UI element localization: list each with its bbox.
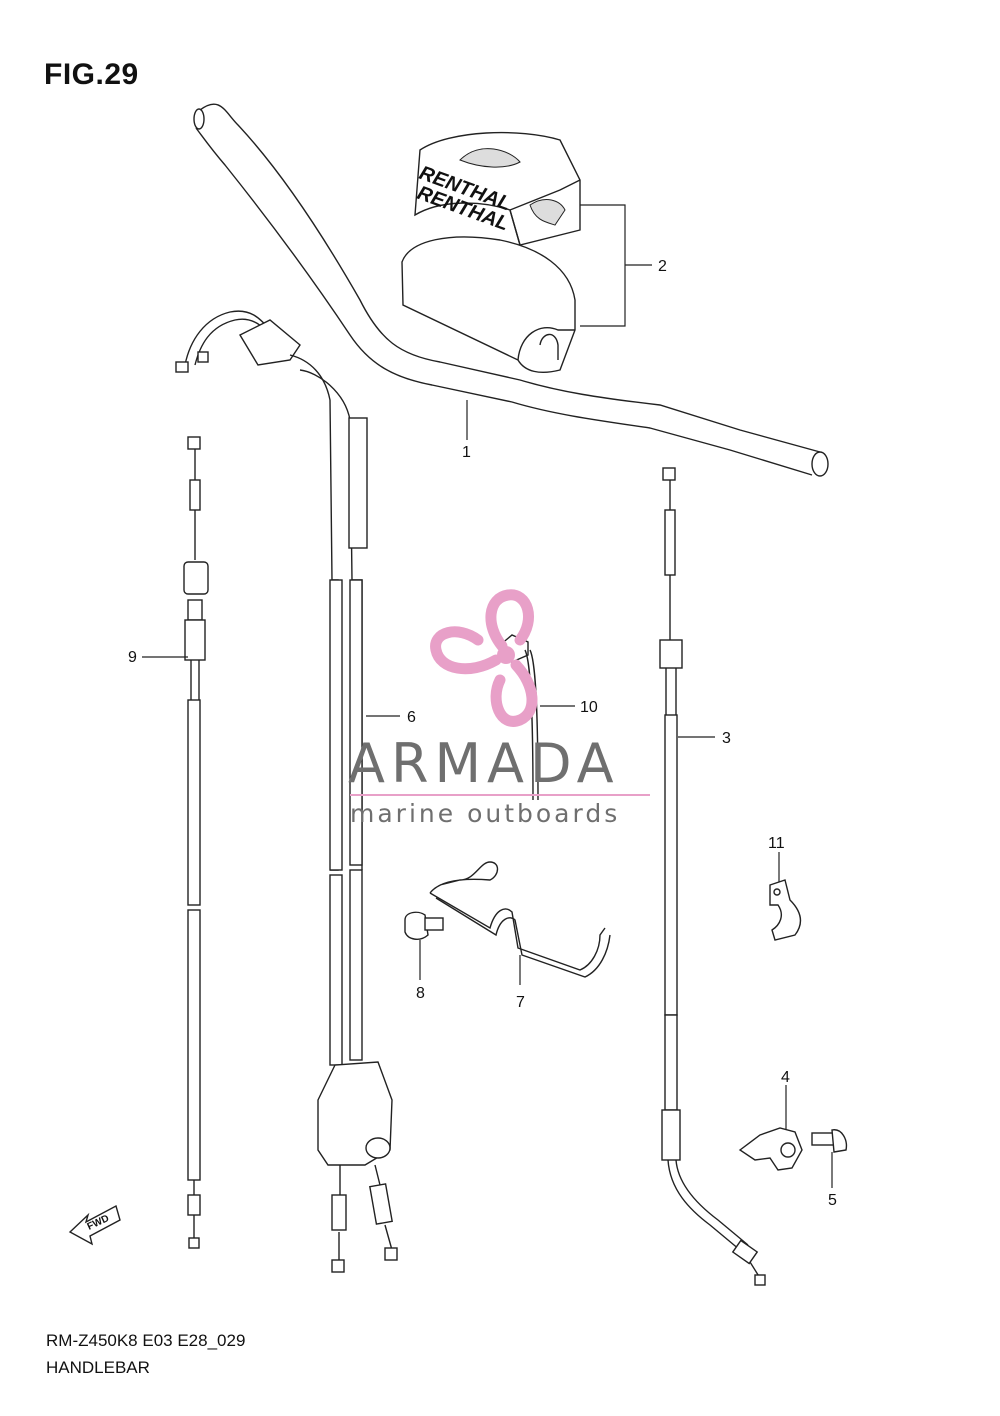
callout-9: 9 (128, 649, 137, 666)
watermark-subtitle: marine outboards (350, 799, 620, 828)
figure-name: HANDLEBAR (46, 1358, 150, 1377)
callout-4: 4 (781, 1069, 790, 1086)
callout-5: 5 (828, 1192, 837, 1209)
watermark-title: ARMADA (348, 732, 620, 795)
throttle-cable-drawing (175, 310, 400, 1273)
callout-6: 6 (407, 709, 416, 726)
model-code: RM-Z450K8 E03 E28_029 (46, 1331, 246, 1350)
wire-bracket-drawing (429, 861, 611, 985)
bolt-8-drawing (404, 911, 444, 980)
clamp-11-drawing (769, 852, 802, 941)
callout-7: 7 (516, 994, 525, 1011)
watermark: ARMADA marine outboards (348, 589, 650, 828)
propeller-logo-icon (430, 589, 538, 727)
fwd-arrow-icon: FWD (68, 1204, 121, 1246)
callout-3: 3 (722, 730, 731, 747)
callout-labels: 1 2 3 4 5 6 7 8 9 10 11 (128, 258, 837, 1209)
callout-8: 8 (416, 985, 425, 1002)
handlebar-pad-drawing: RENTHAL RENTHAL (401, 131, 652, 373)
handlebar-drawing (193, 103, 829, 477)
callout-2: 2 (658, 258, 667, 275)
clutch-cable-drawing (659, 467, 766, 1286)
callout-10: 10 (580, 699, 598, 716)
figure-title: FIG.29 (44, 58, 139, 91)
callout-1: 1 (462, 444, 471, 461)
bolt-5-drawing (811, 1129, 848, 1188)
callout-11: 11 (768, 835, 785, 852)
clamp-4-drawing (738, 1085, 803, 1171)
cable-9-drawing (142, 436, 209, 1249)
